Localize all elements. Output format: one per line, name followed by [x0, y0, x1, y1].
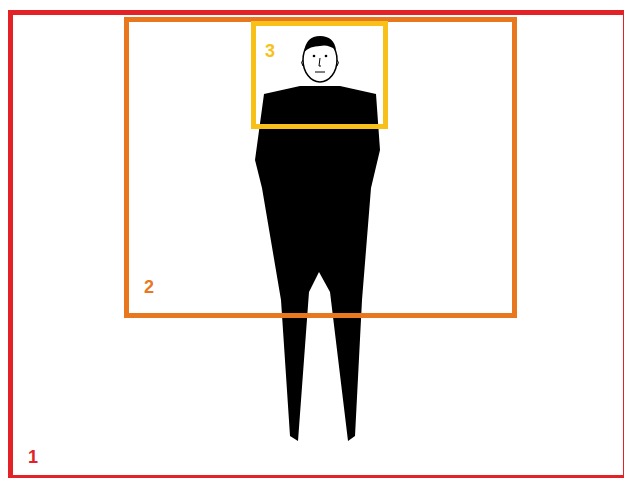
callout-number: 3	[265, 42, 275, 60]
hair	[304, 36, 336, 52]
nose	[319, 58, 321, 66]
callout-number: 2	[144, 278, 154, 296]
frame-box: 123	[8, 10, 624, 478]
ear	[337, 60, 339, 66]
callout-number: 1	[28, 448, 38, 466]
eye	[313, 55, 316, 58]
ear	[302, 60, 304, 66]
mouth	[315, 72, 325, 73]
body-silhouette	[255, 86, 380, 441]
frame-box: 23	[124, 17, 517, 318]
frame-box: 3	[251, 21, 388, 129]
eye	[325, 55, 328, 58]
